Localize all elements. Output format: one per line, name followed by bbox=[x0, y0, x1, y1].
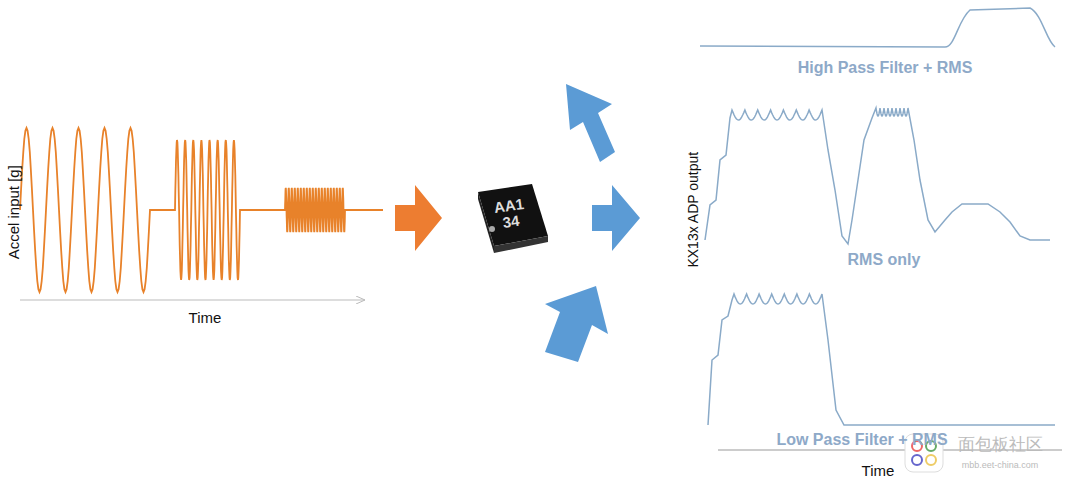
watermark: mbb.eet-china.com bbox=[962, 461, 1039, 471]
time-axis bbox=[20, 300, 365, 301]
output-arrow bbox=[566, 84, 615, 162]
chip-marking: AA134 bbox=[493, 196, 527, 231]
axis-label: Time bbox=[862, 463, 895, 480]
axis-label: KX13x ADP output bbox=[686, 152, 701, 268]
output-trace bbox=[700, 8, 1055, 47]
trace-label: High Pass Filter + RMS bbox=[798, 59, 973, 77]
input-arrow bbox=[395, 185, 442, 251]
output-arrow bbox=[592, 185, 640, 251]
axis-label: Time bbox=[189, 310, 222, 327]
axis-label: Accel input [g] bbox=[6, 165, 23, 259]
output-trace bbox=[708, 294, 1055, 425]
output-trace bbox=[705, 108, 1050, 244]
watermark: 面包板社区 bbox=[958, 436, 1043, 455]
accel-waveform bbox=[20, 128, 383, 292]
trace-label: Low Pass Filter + RMS bbox=[776, 431, 947, 449]
trace-label: RMS only bbox=[848, 251, 921, 269]
output-arrow bbox=[545, 286, 608, 362]
sensor-chip bbox=[478, 184, 548, 253]
